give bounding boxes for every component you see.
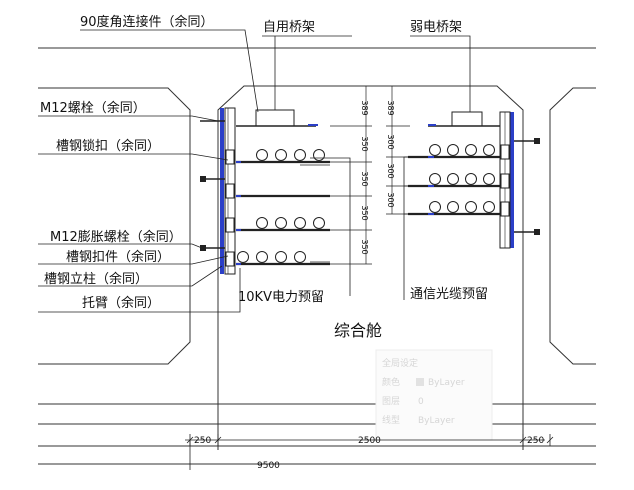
overlay-row-3-value: ByLayer [418, 416, 455, 426]
dim-right-300-a: 300 [386, 134, 395, 149]
label-channel-post: 槽钢立柱（余同） [44, 271, 148, 287]
label-chamber: 综合舱 [334, 321, 382, 340]
right-channel-post [510, 112, 514, 248]
overlay-row-3-key: 线型 [382, 414, 400, 426]
label-m12-expansion: M12膨胀螺栓（余同） [50, 229, 182, 245]
overlay-row-2-key: 图层 [382, 396, 400, 407]
power-tray-1 [236, 149, 330, 166]
label-channel-lock: 槽钢锁扣（余同） [56, 138, 160, 154]
self-tray-box [255, 109, 295, 127]
label-m12-bolt: M12螺栓（余同） [40, 100, 146, 116]
left-rack [200, 107, 330, 275]
label-channel-clamp: 槽钢扣件（余同） [66, 249, 170, 265]
dim-right-389: 389 [386, 100, 395, 115]
overlay-title: 全局设定 [382, 357, 418, 369]
comm-tray-1 [408, 144, 500, 159]
label-power-reserve: 10KV电力预留 [238, 290, 324, 305]
leader-lines [38, 29, 471, 313]
power-tray-3 [236, 217, 330, 232]
left-dimension-chain [330, 86, 372, 265]
power-tray-4 [236, 251, 330, 266]
bottom-dimensions [185, 434, 554, 470]
right-rack [408, 111, 540, 249]
label-bracket: 托臂（余同） [82, 295, 160, 311]
dim-left-350-a: 350 [360, 136, 369, 151]
left-channel-post [220, 108, 224, 274]
dim-bottom-middle: 2500 [358, 436, 381, 446]
dim-left-350-b: 350 [360, 171, 369, 186]
dim-bottom-right: 250 [527, 436, 544, 446]
comm-tray-3 [408, 201, 500, 216]
dim-right-300-b: 300 [386, 163, 395, 178]
dim-left-389: 389 [360, 100, 369, 115]
dim-left-350-d: 350 [360, 239, 369, 254]
dim-bottom-total: 9500 [257, 461, 280, 471]
dim-right-300-c: 300 [386, 192, 395, 207]
comm-tray-2 [408, 173, 500, 188]
overlay-row-1-value: ByLayer [428, 378, 465, 388]
label-comm-reserve: 通信光缆预留 [410, 286, 488, 302]
weak-tray-box [451, 111, 483, 127]
label-weak-tray: 弱电桥架 [410, 20, 462, 35]
dim-bottom-left: 250 [194, 436, 211, 446]
overlay-row-1-key: 颜色 [382, 376, 400, 388]
label-self-tray: 自用桥架 [263, 20, 315, 35]
label-corner-connector: 90度角连接件（余同） [80, 14, 214, 30]
dim-left-350-c: 350 [360, 205, 369, 220]
overlay-property-panel: 全局设定 颜色 ByLayer 图层 0 线型 ByLayer [375, 349, 493, 441]
overlay-row-2-value: 0 [418, 397, 424, 407]
tunnel-outline [38, 47, 596, 465]
